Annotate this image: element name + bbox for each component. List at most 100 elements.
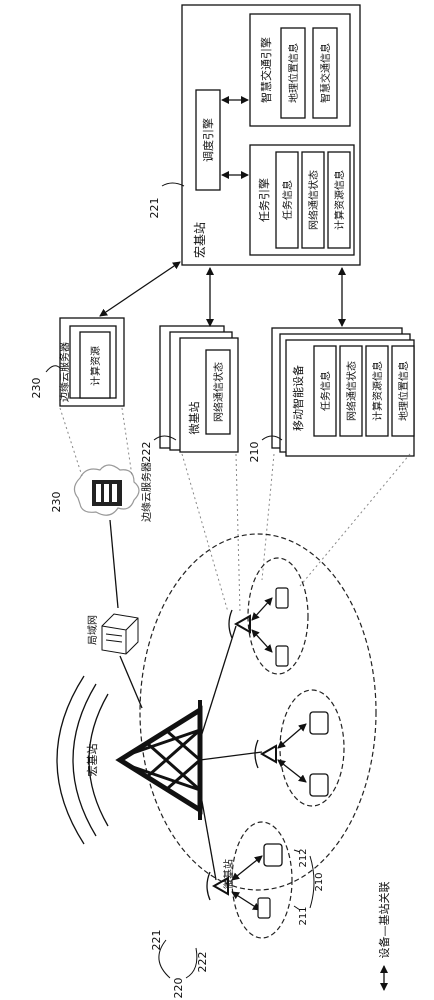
device-title: 移动智能设备 [291, 365, 305, 431]
macro-coverage-ellipse [139, 533, 377, 891]
micro-station-ref: 222 [140, 442, 153, 463]
server-slot-3 [112, 484, 117, 502]
smart-traffic-item-1-label: 地理位置信息 [287, 43, 300, 103]
edge-cloud-ref: 230 [50, 492, 63, 513]
macro-ref-leader [161, 182, 185, 187]
micro-proj-2 [235, 453, 241, 613]
switch-edges [101, 617, 139, 654]
upper-assoc-arrow-2 [251, 629, 273, 653]
device-item-1 [313, 345, 337, 437]
edge-cloud-label: 边缘云服务器 [140, 462, 153, 522]
lower-assoc-arrow-2 [231, 891, 261, 911]
task-engine-item-1 [275, 151, 299, 249]
server-slot-1 [96, 484, 101, 502]
macro-tower-label: 宏基站 [85, 744, 99, 777]
ref-222-bottom: 222 [196, 952, 209, 973]
lan-tower-link [119, 655, 143, 709]
upper-micro-frame [233, 614, 251, 634]
micro-station-ref-leader [153, 435, 177, 441]
car-icon-1 [309, 711, 329, 735]
ref-221-bottom: 221 [150, 930, 163, 951]
micro-station-item-box [205, 349, 231, 435]
task-engine-item-2 [301, 151, 325, 249]
task-engine-item-2-label: 网络通信状态 [307, 170, 320, 230]
device-ref: 210 [248, 442, 261, 463]
server-slot-2 [104, 484, 109, 502]
device-item-3-label: 计算资源信息 [371, 361, 384, 421]
car-icon-3 [263, 843, 283, 867]
upper-micro-cell [247, 557, 309, 675]
lower-micro-frame [211, 876, 229, 896]
micro-station-title: 微基站 [187, 402, 201, 435]
micro-station-item-label: 网络通信状态 [212, 362, 225, 422]
scheduling-engine-label: 调度引擎 [201, 118, 215, 162]
edge-server-resource-box [79, 331, 111, 399]
scheduling-engine-box [195, 89, 221, 191]
macro-station-label: 宏基站 [192, 222, 207, 258]
tower-lattice [129, 728, 201, 792]
device-ref-bracket [293, 849, 315, 911]
signal-arc-1 [88, 693, 109, 827]
ref-212: 212 [298, 848, 309, 867]
task-engine-item-3 [327, 151, 351, 249]
tower-frame [115, 705, 203, 815]
tower-link-middle [199, 751, 263, 761]
car-icon-2 [309, 773, 329, 797]
middle-assoc-arrow-1 [277, 723, 307, 749]
task-engine-item-1-label: 任务信息 [281, 180, 294, 220]
edge-proj-2 [121, 407, 133, 477]
micro-proj-1 [181, 453, 229, 613]
upper-micro-arc [228, 609, 233, 639]
micro-station-block: 微基站 网络通信状态 [159, 325, 239, 453]
lower-micro-tower-icon [206, 871, 229, 901]
device-proj-1 [261, 453, 275, 581]
device-item-2 [339, 345, 363, 437]
macro-station-ref-top: 221 [148, 198, 161, 219]
middle-micro-arc [254, 739, 259, 769]
upper-micro-tower-icon [228, 609, 251, 639]
lower-micro-cell [231, 821, 293, 939]
tower-link-lower [199, 789, 217, 881]
phone-icon-3 [257, 897, 271, 919]
edge-server-ref: 230 [30, 378, 43, 399]
edge-server-ref-leader [45, 365, 61, 373]
signal-arc-2 [72, 683, 97, 837]
ref-211: 211 [298, 906, 309, 925]
device-item-3 [365, 345, 389, 437]
switch-body [101, 613, 139, 655]
edge-server-title: 边缘云服务器 [58, 342, 71, 402]
device-item-1-label: 任务信息 [319, 371, 332, 411]
lower-micro-arc [206, 871, 211, 901]
micro-tower-label: 微基站 [222, 859, 235, 889]
lower-assoc-arrow-1 [231, 855, 263, 881]
smart-traffic-engine-title: 智慧交通引擎 [259, 37, 273, 103]
legend-label: 设备—基站关联 [377, 882, 391, 959]
macro-station-block: 宏基站 调度引擎 智慧交通引擎 地理位置信息 智慧交通信息 任务引擎 任务信息 … [181, 4, 361, 266]
edge-server-resource-label: 计算资源 [89, 346, 102, 386]
ref-220: 220 [172, 978, 185, 999]
ref-210-bottom: 210 [314, 872, 325, 891]
smart-traffic-item-2-label: 智慧交通信息 [319, 43, 332, 103]
middle-assoc-arrow-2 [277, 759, 307, 783]
device-item-4-label: 地理位置信息 [397, 361, 410, 421]
edge-cloud-icon [73, 464, 140, 516]
lan-label: 局域网 [86, 615, 99, 645]
macro-tower-icon [56, 675, 203, 845]
upper-assoc-arrow-1 [251, 597, 273, 621]
task-engine-title: 任务引擎 [257, 178, 271, 222]
phone-icon-1 [275, 587, 289, 609]
device-item-4 [391, 345, 415, 437]
device-ref-leader [261, 435, 283, 441]
edge-server-block: 边缘云服务器 计算资源 [58, 317, 125, 407]
signal-arc-3 [56, 675, 85, 845]
edge-proj-1 [59, 407, 83, 477]
phone-icon-2 [275, 645, 289, 667]
cloud-lan-link [109, 519, 119, 609]
device-proj-2 [299, 453, 411, 587]
switch-ports [105, 633, 123, 643]
smart-traffic-item-2 [312, 27, 338, 119]
device-item-2-label: 网络通信状态 [345, 361, 358, 421]
middle-micro-frame [259, 744, 277, 764]
macro-edge-arrow [99, 261, 181, 317]
